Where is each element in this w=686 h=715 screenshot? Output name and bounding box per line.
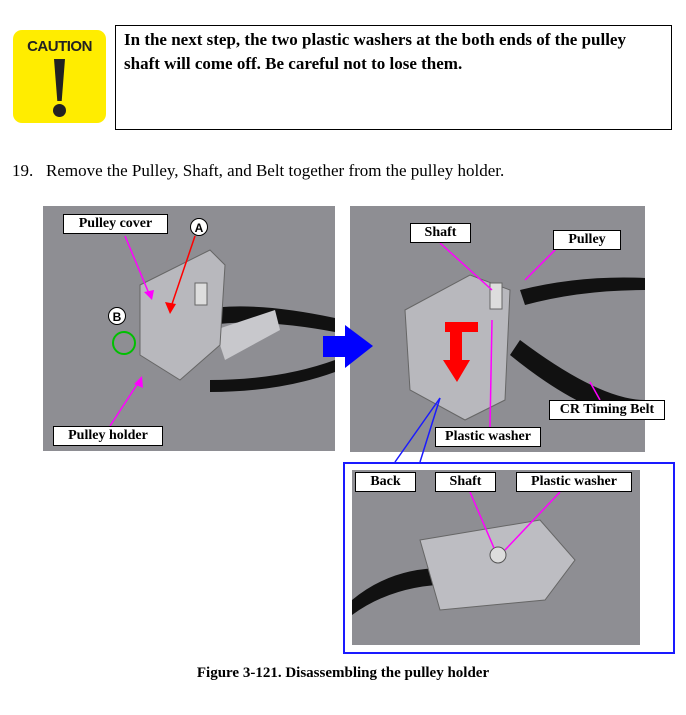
marker-b: B bbox=[108, 307, 126, 325]
label-plastic-washer: Plastic washer bbox=[435, 427, 541, 447]
label-inset-plastic-washer: Plastic washer bbox=[516, 472, 632, 492]
next-arrow-icon bbox=[323, 325, 373, 368]
callout-a-arrow bbox=[169, 235, 196, 311]
screw-b-marker bbox=[112, 331, 136, 355]
inset-leader bbox=[394, 397, 441, 463]
caution-text: In the next step, the two plastic washer… bbox=[115, 25, 672, 130]
step-number: 19. bbox=[12, 161, 34, 180]
pulley-shaft bbox=[194, 282, 208, 306]
label-shaft: Shaft bbox=[410, 223, 471, 243]
label-pulley: Pulley bbox=[553, 230, 621, 250]
callout-pulley-holder bbox=[109, 379, 141, 427]
step-instruction: 19. Remove the Pulley, Shaft, and Belt to… bbox=[12, 161, 504, 181]
belt-right bbox=[510, 277, 645, 420]
callout-belt bbox=[589, 381, 601, 401]
step-text: Remove the Pulley, Shaft, and Belt toget… bbox=[46, 161, 505, 180]
holder-back-view bbox=[419, 519, 576, 611]
inset-frame bbox=[343, 462, 675, 654]
callout-plastic-washer bbox=[489, 319, 493, 428]
label-cr-timing-belt: CR Timing Belt bbox=[549, 400, 665, 420]
label-pulley-cover: Pulley cover bbox=[63, 214, 168, 234]
bracket-left bbox=[215, 310, 280, 360]
label-back: Back bbox=[355, 472, 416, 492]
pulley-holder-body bbox=[139, 249, 226, 381]
marker-a: A bbox=[190, 218, 208, 236]
callout-pulley-cover bbox=[124, 235, 151, 297]
label-inset-shaft: Shaft bbox=[435, 472, 496, 492]
callout-shaft bbox=[439, 242, 493, 291]
label-pulley-holder: Pulley holder bbox=[53, 426, 163, 446]
caution-icon-label: CAUTION bbox=[27, 38, 92, 55]
callout-inset-washer bbox=[504, 491, 561, 551]
washer-inset bbox=[489, 546, 507, 564]
callout-pulley bbox=[524, 244, 561, 281]
exclamation-dot bbox=[53, 104, 66, 117]
caution-icon: CAUTION bbox=[13, 30, 106, 123]
shaft-right bbox=[489, 282, 503, 310]
removal-direction-arrow bbox=[443, 322, 478, 382]
callout-inset-shaft bbox=[469, 491, 495, 549]
figure-caption: Figure 3-121. Disassembling the pulley h… bbox=[196, 665, 490, 681]
exclamation-icon bbox=[54, 59, 65, 101]
